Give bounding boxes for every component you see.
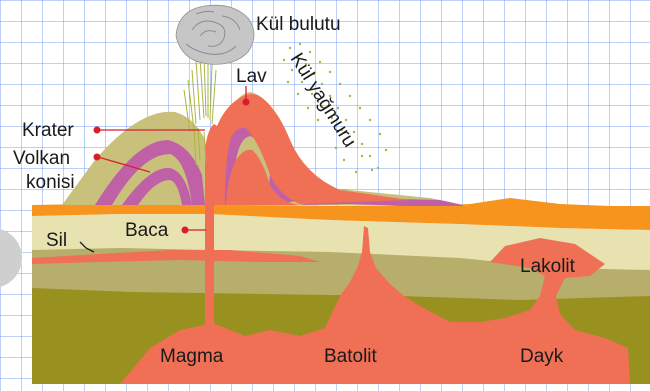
- label-batholith: Batolit: [324, 346, 378, 367]
- label-crater: Krater: [22, 120, 74, 141]
- lava-marker: [243, 99, 250, 106]
- label-sill: Sil: [46, 230, 67, 251]
- label-vent: Baca: [125, 220, 169, 241]
- label-ash-cloud: Kül bulutu: [256, 14, 341, 35]
- ash-cloud: [176, 5, 254, 64]
- volcano-cone-marker: [94, 154, 101, 161]
- label-volcano-cone-line1: Volkan: [13, 148, 70, 169]
- crater-marker: [94, 127, 101, 134]
- label-laccolith: Lakolit: [520, 256, 576, 277]
- vent-marker: [182, 227, 189, 234]
- label-dike: Dayk: [520, 346, 564, 367]
- label-magma: Magma: [160, 346, 224, 367]
- label-volcano-cone-line2: konisi: [26, 172, 75, 193]
- label-lava: Lav: [236, 66, 267, 87]
